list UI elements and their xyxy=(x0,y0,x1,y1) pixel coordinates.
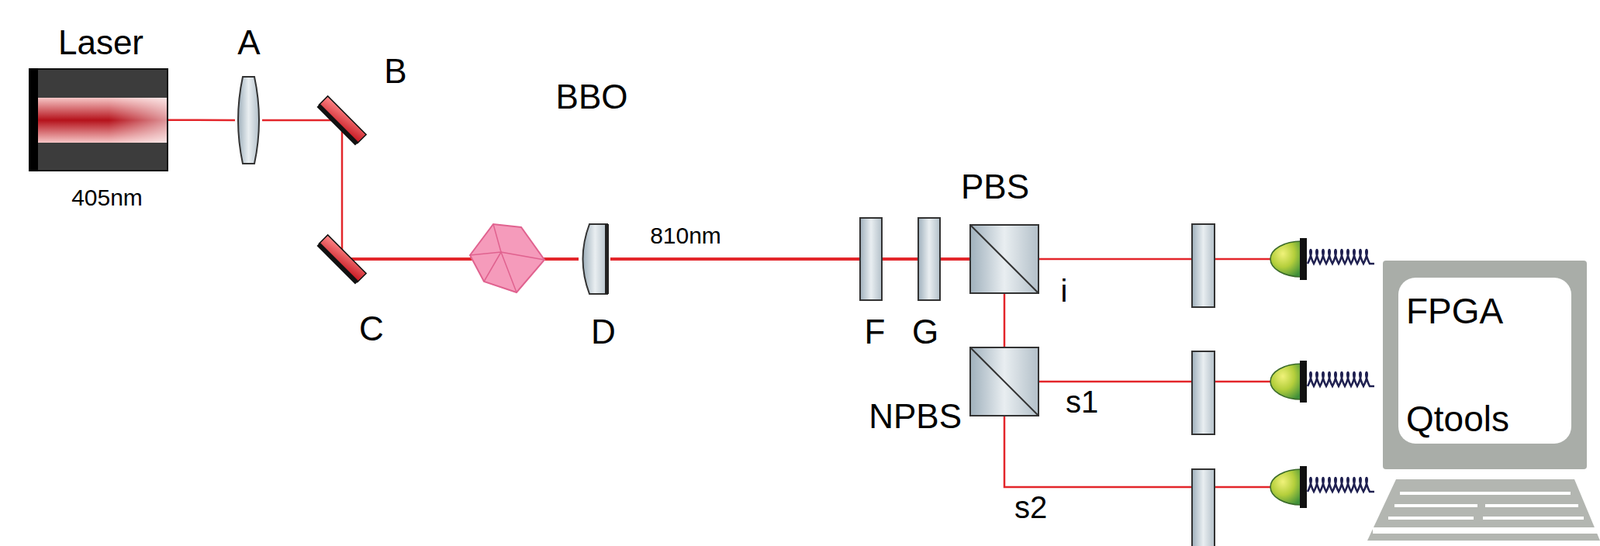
laser-beam-stripe xyxy=(38,97,167,143)
component-label: C xyxy=(359,311,384,346)
beam-splitter: PBS xyxy=(969,224,1040,294)
laser-beam xyxy=(345,257,477,261)
component-label: D xyxy=(590,314,616,350)
laser-beam xyxy=(610,257,860,261)
waveplate: G xyxy=(917,217,941,301)
filter xyxy=(1192,469,1215,546)
laser-beam xyxy=(341,123,344,256)
component-shape xyxy=(234,76,263,165)
beam-paths xyxy=(1004,259,1276,488)
component-shape xyxy=(969,224,1040,294)
laser-beam xyxy=(262,119,339,122)
laser-beam xyxy=(1003,293,1006,347)
component-label: BBO xyxy=(556,79,629,115)
component-shape xyxy=(859,217,883,301)
filter xyxy=(1192,224,1215,308)
waveplate: F xyxy=(859,217,883,301)
component-label: PBS xyxy=(960,169,1030,204)
component-label: B xyxy=(383,54,407,89)
component-shape xyxy=(460,216,554,302)
component-label: Laser xyxy=(58,25,144,60)
filters xyxy=(1192,224,1215,546)
laser-source: Laser405nm xyxy=(28,68,169,172)
laser-beam xyxy=(168,118,235,121)
idler-beam xyxy=(1039,258,1276,261)
laser-cap xyxy=(28,68,39,172)
component-shape xyxy=(578,223,611,295)
component-label: A xyxy=(237,25,260,60)
component-shape xyxy=(917,217,941,301)
filter xyxy=(1192,351,1215,435)
lens: D xyxy=(578,223,611,295)
component-label: F xyxy=(864,314,886,350)
screen-text: FPGA xyxy=(1406,293,1504,329)
component-shape xyxy=(307,85,377,156)
detector xyxy=(1270,360,1375,403)
laser-beam xyxy=(882,257,918,261)
beam-label: s2 xyxy=(1014,491,1048,523)
signal-beam xyxy=(1039,380,1276,384)
keyboard xyxy=(1367,479,1600,541)
component-shape xyxy=(307,224,377,294)
screen-text: Qtools xyxy=(1406,400,1510,437)
component-label: NPBS xyxy=(868,399,962,434)
component-label: G xyxy=(912,314,939,350)
mirror: B xyxy=(338,117,346,124)
signal-beam xyxy=(1004,416,1276,488)
lens: A xyxy=(234,76,263,165)
wavelength-label: 810nm xyxy=(649,224,722,248)
detector xyxy=(1270,466,1375,508)
wavelength-label: 405nm xyxy=(71,186,143,210)
computer-monitor: FPGA Qtools xyxy=(1382,260,1587,470)
mirror: C xyxy=(338,255,346,263)
component-shape xyxy=(969,346,1040,417)
beam-splitter: NPBS xyxy=(969,346,1040,417)
bbo-crystal: BBO xyxy=(476,243,539,275)
beam-label: i xyxy=(1060,275,1068,307)
laser-beam xyxy=(940,257,970,261)
detector xyxy=(1270,238,1375,280)
beam-label: s1 xyxy=(1065,386,1099,418)
